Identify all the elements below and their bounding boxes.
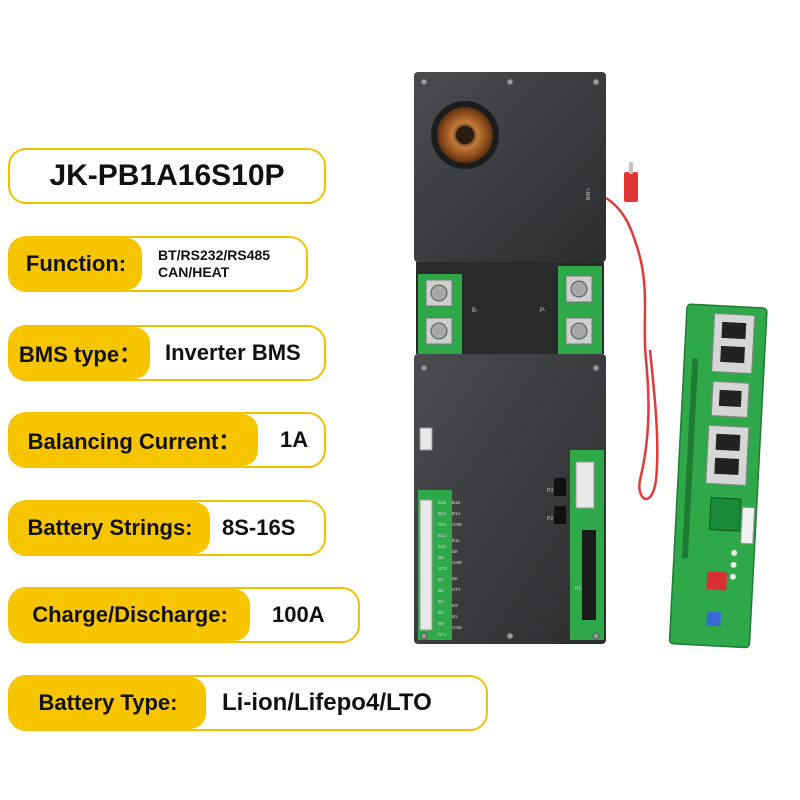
function-spec: Function: BT/RS232/RS485 CAN/HEAT bbox=[8, 236, 308, 292]
terminal-bolts bbox=[425, 275, 593, 345]
function-label: Function: bbox=[10, 238, 142, 290]
red-wire-plug bbox=[624, 172, 638, 202]
pin-label: B5 bbox=[438, 588, 444, 593]
pin-label: NT2 bbox=[452, 587, 461, 592]
charge-discharge-spec: Charge/Discharge: 100A bbox=[8, 587, 360, 643]
pin-label: NT1 bbox=[438, 632, 447, 637]
pin-label: B9 bbox=[452, 549, 458, 554]
charge-discharge-label: Charge/Discharge: bbox=[10, 589, 250, 641]
pin-label: B15 bbox=[438, 500, 447, 505]
battery-strings-value: 8S-16S bbox=[222, 515, 296, 540]
bms-type-value: Inverter BMS bbox=[165, 340, 301, 365]
function-value-line1: BT/RS232/RS485 bbox=[158, 247, 271, 263]
board-label-p3: P3 bbox=[547, 488, 553, 494]
pin-label: B13 bbox=[438, 511, 447, 516]
pin-label: B16 bbox=[452, 500, 461, 505]
bms-type-spec: BMS type： Inverter BMS bbox=[8, 325, 326, 381]
pin-label: GND bbox=[452, 560, 463, 565]
pin-label: B10 bbox=[438, 544, 447, 549]
pin-label: B14 bbox=[452, 511, 461, 516]
pin-label: B8 bbox=[438, 555, 444, 560]
pin-label: B2 bbox=[438, 610, 444, 615]
balancing-current-spec: Balancing Current： 1A bbox=[8, 412, 326, 468]
board-label-b-minus: B- bbox=[472, 308, 478, 314]
pin-label: B1 bbox=[452, 614, 458, 619]
battery-type-label: Battery Type: bbox=[10, 677, 206, 729]
board-label-p1: P1 bbox=[575, 586, 581, 592]
battery-type-spec: Battery Type: Li-ion/Lifepo4/LTO bbox=[8, 675, 488, 731]
model-title-pill: JK-PB1A16S10P bbox=[8, 148, 326, 204]
pin-label: NT4 bbox=[438, 522, 447, 527]
board-upper-plate bbox=[414, 72, 606, 262]
pin-label: B7 bbox=[438, 577, 444, 582]
model-title: JK-PB1A16S10P bbox=[49, 159, 285, 192]
board-label-bat-plus: BAT+ bbox=[586, 188, 592, 200]
battery-strings-spec: Battery Strings: 8S-16S bbox=[8, 500, 326, 556]
balance-connectors bbox=[419, 427, 596, 631]
pin-label: B3 bbox=[452, 603, 458, 608]
bms-board-illustration: B- P- BAT+ P3 P2 P1 B15 B13 NT4 B12 B10 … bbox=[414, 72, 768, 649]
board-label-p-minus: P- bbox=[540, 308, 546, 314]
balancing-current-value: 1A bbox=[280, 427, 309, 452]
pin-label: GND bbox=[452, 625, 463, 630]
pin-label: B0 bbox=[438, 621, 444, 626]
pin-label: NT3 bbox=[438, 566, 447, 571]
battery-type-value: Li-ion/Lifepo4/LTO bbox=[222, 689, 432, 716]
red-sense-wire bbox=[605, 196, 659, 501]
pin-label: B11 bbox=[452, 538, 460, 543]
bms-type-label: BMS type： bbox=[10, 327, 150, 379]
pin-label: B4 bbox=[438, 599, 444, 604]
charge-discharge-value: 100A bbox=[272, 602, 325, 627]
function-value-line2: CAN/HEAT bbox=[158, 264, 230, 280]
battery-strings-label: Battery Strings: bbox=[10, 502, 210, 554]
pin-label: B12 bbox=[438, 533, 447, 538]
board-label-p2: P2 bbox=[547, 516, 553, 522]
board-lower-plate bbox=[414, 354, 606, 644]
function-value: BT/RS232/RS485 CAN/HEAT bbox=[158, 238, 270, 290]
pin-label: GND bbox=[452, 522, 463, 527]
balancing-current-label: Balancing Current： bbox=[10, 414, 258, 466]
pin-label: B6 bbox=[452, 576, 458, 581]
communication-board bbox=[668, 303, 768, 649]
